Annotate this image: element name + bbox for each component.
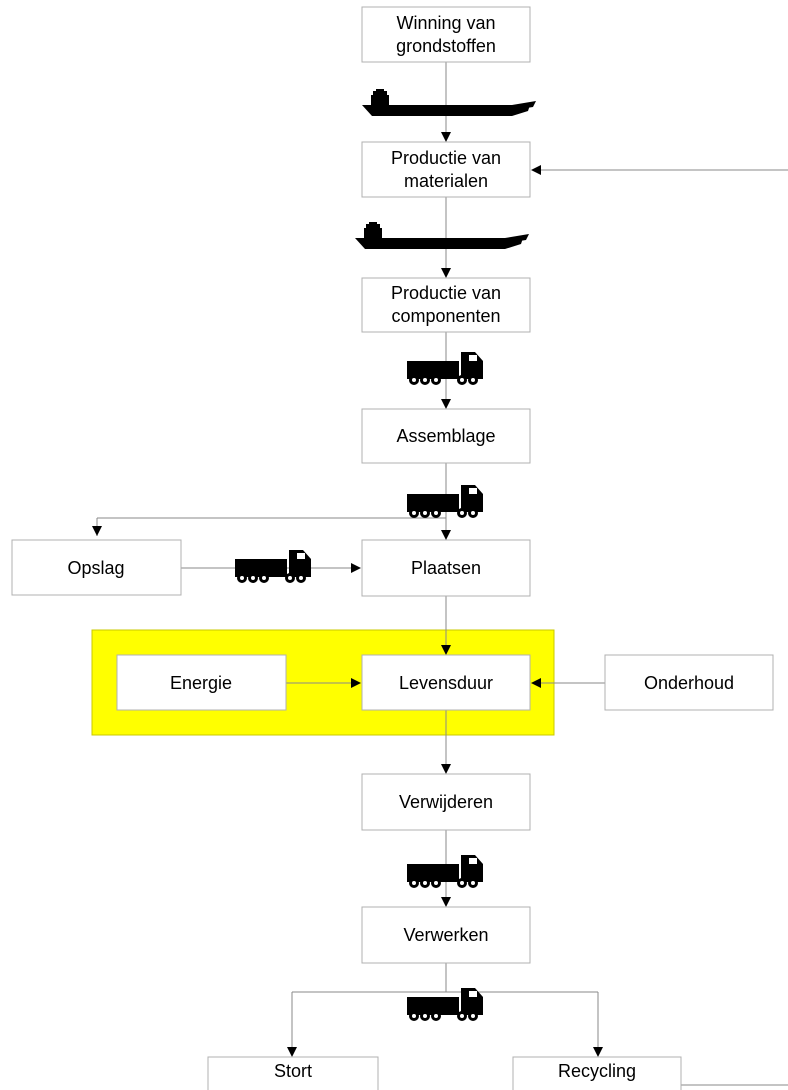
node-label-line2: grondstoffen bbox=[396, 36, 496, 56]
arrowhead bbox=[441, 132, 451, 142]
node-label-line2: componenten bbox=[391, 306, 500, 326]
node-verwijderen: Verwijderen bbox=[361, 773, 531, 831]
ship-icon bbox=[355, 222, 529, 249]
arrowhead bbox=[441, 530, 451, 540]
node-label-line1: Productie van bbox=[391, 283, 501, 303]
ship-icon bbox=[362, 89, 536, 116]
arrowhead bbox=[531, 165, 541, 175]
arrowhead bbox=[441, 399, 451, 409]
node-energie: Energie bbox=[116, 654, 287, 711]
truck-icon bbox=[407, 352, 483, 385]
node-label: Opslag bbox=[67, 558, 124, 578]
node-verwerken: Verwerken bbox=[361, 906, 531, 964]
node-onderhoud: Onderhoud bbox=[604, 654, 774, 711]
truck-icon bbox=[407, 988, 483, 1021]
arrowhead bbox=[441, 268, 451, 278]
arrowhead bbox=[441, 897, 451, 907]
arrowhead bbox=[351, 563, 361, 573]
arrowhead bbox=[531, 678, 541, 688]
node-label-line1: Productie van bbox=[391, 148, 501, 168]
node-winning-van-grondstoffen: Winning van grondstoffen bbox=[361, 6, 531, 63]
arrowhead bbox=[441, 645, 451, 655]
node-label: Recycling bbox=[558, 1061, 636, 1081]
arrowhead bbox=[593, 1047, 603, 1057]
arrowhead bbox=[287, 1047, 297, 1057]
truck-icon bbox=[235, 550, 311, 583]
truck-icon bbox=[407, 485, 483, 518]
node-label-line2: materialen bbox=[404, 171, 488, 191]
arrowheads bbox=[92, 132, 603, 1057]
node-label: Verwerken bbox=[403, 925, 488, 945]
node-label-line1: Winning van bbox=[396, 13, 495, 33]
node-productie-van-materialen: Productie van materialen bbox=[361, 141, 531, 198]
node-opslag: Opslag bbox=[11, 539, 182, 596]
node-label: Plaatsen bbox=[411, 558, 481, 578]
node-label: Stort bbox=[274, 1061, 312, 1081]
arrowhead bbox=[351, 678, 361, 688]
node-recycling: Recycling bbox=[512, 1056, 682, 1090]
node-levensduur: Levensduur bbox=[361, 654, 531, 711]
arrowhead bbox=[92, 526, 102, 536]
node-productie-van-componenten: Productie van componenten bbox=[361, 277, 531, 333]
node-label: Onderhoud bbox=[644, 673, 734, 693]
node-label: Assemblage bbox=[396, 426, 495, 446]
node-plaatsen: Plaatsen bbox=[361, 539, 531, 597]
node-label: Levensduur bbox=[399, 673, 493, 693]
connectors bbox=[96, 62, 788, 1086]
arrowhead bbox=[441, 764, 451, 774]
node-assemblage: Assemblage bbox=[361, 408, 531, 464]
node-label: Energie bbox=[170, 673, 232, 693]
truck-icon bbox=[407, 855, 483, 888]
node-label: Verwijderen bbox=[399, 792, 493, 812]
node-stort: Stort bbox=[207, 1056, 379, 1090]
